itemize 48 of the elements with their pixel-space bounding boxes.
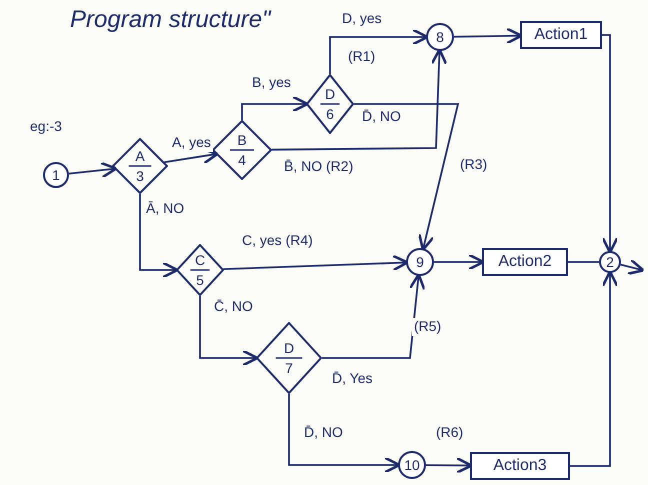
decision-diamond xyxy=(112,138,168,194)
rule-label: (R3) xyxy=(458,156,490,174)
arrow xyxy=(602,34,618,254)
title: Program structure" xyxy=(70,5,271,35)
arrow xyxy=(139,194,179,278)
circle-label: 9 xyxy=(416,255,424,269)
action-label: Action3 xyxy=(493,458,547,474)
decision-diamond xyxy=(176,244,224,296)
arrow xyxy=(199,296,259,366)
step-number: 7 xyxy=(284,361,294,375)
circle-label: 1 xyxy=(52,168,60,182)
rule-label: (R5) xyxy=(412,318,444,336)
rule-label: (R6) xyxy=(434,424,466,442)
edge-label: D, yes xyxy=(340,10,384,28)
action-label: Action1 xyxy=(534,27,588,43)
circle-label: 10 xyxy=(404,458,420,472)
action-box xyxy=(520,21,602,49)
edge-label: C̄, NO xyxy=(212,298,255,316)
circle-label: 2 xyxy=(606,255,614,269)
decision-diamond xyxy=(306,74,354,134)
action-box xyxy=(482,248,568,276)
edge-label: D̄, Yes xyxy=(330,370,374,388)
edge-label: B, yes xyxy=(250,74,293,92)
decision-diamond xyxy=(256,322,322,394)
edge-label: Ā, NO xyxy=(144,200,186,218)
edge-label: A, yes xyxy=(170,134,213,152)
decision-diamond xyxy=(212,120,272,180)
action-box xyxy=(470,452,570,480)
condition-label: C xyxy=(194,253,206,267)
condition-label: A xyxy=(134,149,146,163)
arrow xyxy=(620,258,645,276)
edge-label: B̄, NO (R2) xyxy=(282,158,356,176)
rule-label: (R1) xyxy=(346,48,378,66)
step-number: 4 xyxy=(237,153,247,167)
edge-label: C, yes (R4) xyxy=(240,232,315,250)
edge-label: D̄, NO xyxy=(302,424,345,442)
condition-label: D xyxy=(324,87,336,101)
condition-label: D xyxy=(282,341,296,355)
edge-label: D̄, NO xyxy=(360,108,403,126)
step-number: 6 xyxy=(325,107,335,121)
condition-label: B xyxy=(236,133,248,147)
action-label: Action2 xyxy=(498,254,552,270)
arrow xyxy=(241,96,309,120)
arrow xyxy=(68,162,118,179)
step-number: 5 xyxy=(195,273,205,287)
circle-label: 8 xyxy=(436,30,444,44)
example-label: eg:-3 xyxy=(28,118,64,136)
step-number: 3 xyxy=(135,169,145,183)
